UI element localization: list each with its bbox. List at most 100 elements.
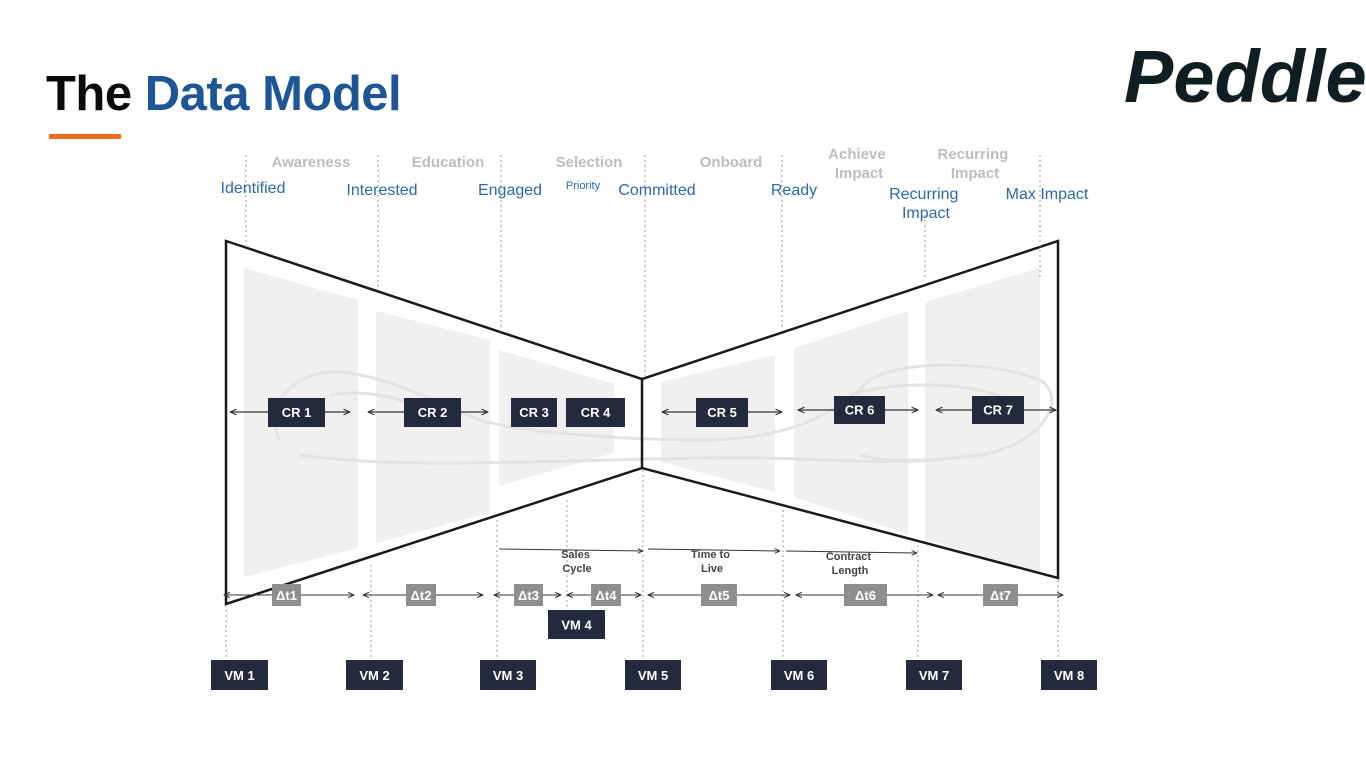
state-recurring-impact: Recurring Impact [889, 186, 963, 222]
interval-time-to-live: Time to Live [691, 549, 733, 575]
dt-badge-5-bg [701, 584, 737, 606]
dt-badge-3: Δt3 [514, 584, 543, 606]
cr-box-5-label: CR 5 [707, 405, 737, 420]
dt-badge-6: Δt6 [844, 584, 887, 606]
interval-contract-length: Contract Length [826, 551, 874, 577]
slide-title: The Data Model [46, 67, 402, 121]
vm-boxes: VM 1 VM 2 VM 3 VM 4 VM 5 VM 6 VM 7 VM 8 [211, 610, 1097, 690]
cr-box-2-bg [404, 398, 461, 427]
cr-box-7-label: CR 7 [983, 403, 1013, 418]
vm-box-1-bg [211, 660, 268, 690]
dt-badges: Δt1 Δt2 Δt3 Δt4 Δt5 Δt6 Δt7 [272, 584, 1018, 606]
state-priority: Priority [566, 180, 601, 192]
cr-box-7: CR 7 [972, 396, 1024, 424]
vm-box-8: VM 8 [1041, 660, 1097, 690]
state-engaged: Engaged [478, 182, 542, 199]
state-labels: Identified Interested Engaged Priority C… [221, 180, 1089, 222]
vm-box-4: VM 4 [548, 610, 605, 639]
interval-sales-cycle-line-1: Sales [561, 549, 590, 561]
vm-box-2-bg [346, 660, 403, 690]
interval-arrow-time-to-live [647, 549, 780, 551]
dt-badge-7: Δt7 [983, 584, 1018, 606]
logo-wordmark: Peddle [1124, 38, 1366, 110]
vm-box-8-bg [1041, 660, 1097, 690]
dt-badge-1-bg [272, 584, 301, 606]
dt-badge-2-bg [406, 584, 436, 606]
peddle-logo: Peddle [1122, 38, 1366, 110]
dt-badge-2-label: Δt2 [411, 588, 432, 603]
state-max-impact: Max Impact [1006, 186, 1089, 203]
stage-labels: Awareness Education Selection Onboard Ac… [272, 146, 1012, 182]
dt-badge-4: Δt4 [591, 584, 621, 606]
cr-box-3-bg [511, 398, 557, 427]
vm-box-7: VM 7 [906, 660, 962, 690]
dt-badge-2: Δt2 [406, 584, 436, 606]
interval-sales-cycle: Sales Cycle [561, 549, 593, 575]
state-interested: Interested [346, 182, 417, 199]
cr-box-3: CR 3 [511, 398, 557, 427]
dt-badge-6-bg [844, 584, 887, 606]
cr-box-5: CR 5 [696, 398, 748, 427]
vm-box-4-label: VM 4 [561, 618, 592, 633]
state-identified: Identified [221, 180, 286, 197]
vm-box-2-label: VM 2 [359, 668, 389, 683]
cr-box-4: CR 4 [566, 398, 625, 427]
stage-awareness: Awareness [272, 154, 351, 171]
funnel-outline [224, 239, 1060, 606]
stage-achieve-impact-line-2: Impact [835, 165, 883, 182]
vm-box-2: VM 2 [346, 660, 403, 690]
vm-box-5: VM 5 [625, 660, 681, 690]
vm-box-6-bg [771, 660, 827, 690]
vm-box-6-label: VM 6 [784, 668, 814, 683]
interval-time-to-live-line-1: Time to [691, 549, 730, 561]
vm-box-7-label: VM 7 [919, 668, 949, 683]
dt-badge-4-label: Δt4 [596, 588, 618, 603]
cr-box-4-label: CR 4 [581, 405, 611, 420]
car-sketch-chassis [299, 453, 941, 465]
interval-arrow-contract-length [785, 551, 917, 553]
car-sketch-body [273, 363, 1054, 462]
vm-box-6: VM 6 [771, 660, 827, 690]
dt-badge-7-bg [983, 584, 1018, 606]
cr-box-1-bg [268, 398, 325, 427]
stage-selection: Selection [556, 154, 623, 171]
cr-box-5-bg [696, 398, 748, 427]
stage-achieve-impact-line-1: Achieve [828, 146, 886, 163]
vm-box-1: VM 1 [211, 660, 268, 690]
vm-box-3-label: VM 3 [493, 668, 523, 683]
dt-badge-3-label: Δt3 [518, 588, 539, 603]
interval-arrows [498, 549, 917, 553]
stage-onboard: Onboard [700, 154, 763, 171]
cr-box-6-label: CR 6 [845, 403, 875, 418]
stage-achieve-impact: Achieve Impact [828, 146, 890, 182]
stage-recurring-impact: Recurring Impact [937, 146, 1012, 182]
interval-sales-cycle-line-2: Cycle [562, 563, 591, 575]
dt-badge-1: Δt1 [272, 584, 301, 606]
interval-contract-length-line-2: Length [832, 565, 869, 577]
state-recurring-impact-line-1: Recurring [889, 186, 958, 203]
cr-box-2-label: CR 2 [418, 405, 448, 420]
vm-box-4-bg [548, 610, 605, 639]
cr-box-1-label: CR 1 [282, 405, 312, 420]
dt-badge-4-bg [591, 584, 621, 606]
vm-box-5-label: VM 5 [638, 668, 668, 683]
interval-arrow-sales-cycle [498, 549, 643, 551]
dt-badge-3-bg [514, 584, 543, 606]
vm-box-5-bg [625, 660, 681, 690]
cr-box-6-bg [834, 396, 885, 424]
title-word-the: The [46, 67, 132, 121]
state-committed: Committed [618, 182, 695, 199]
dt-badge-5-label: Δt5 [709, 588, 730, 603]
title-words-data-model: Data Model [144, 67, 402, 121]
vm-box-7-bg [906, 660, 962, 690]
cr-box-4-bg [566, 398, 625, 427]
cr-box-7-bg [972, 396, 1024, 424]
title-underline [49, 134, 121, 139]
interval-labels: Sales Cycle Time to Live Contract Length [561, 549, 874, 577]
dt-badge-5: Δt5 [701, 584, 737, 606]
cr-box-3-label: CR 3 [519, 405, 549, 420]
dt-badge-7-label: Δt7 [990, 588, 1011, 603]
dt-badge-1-label: Δt1 [276, 588, 297, 603]
vm-box-3-bg [480, 660, 536, 690]
